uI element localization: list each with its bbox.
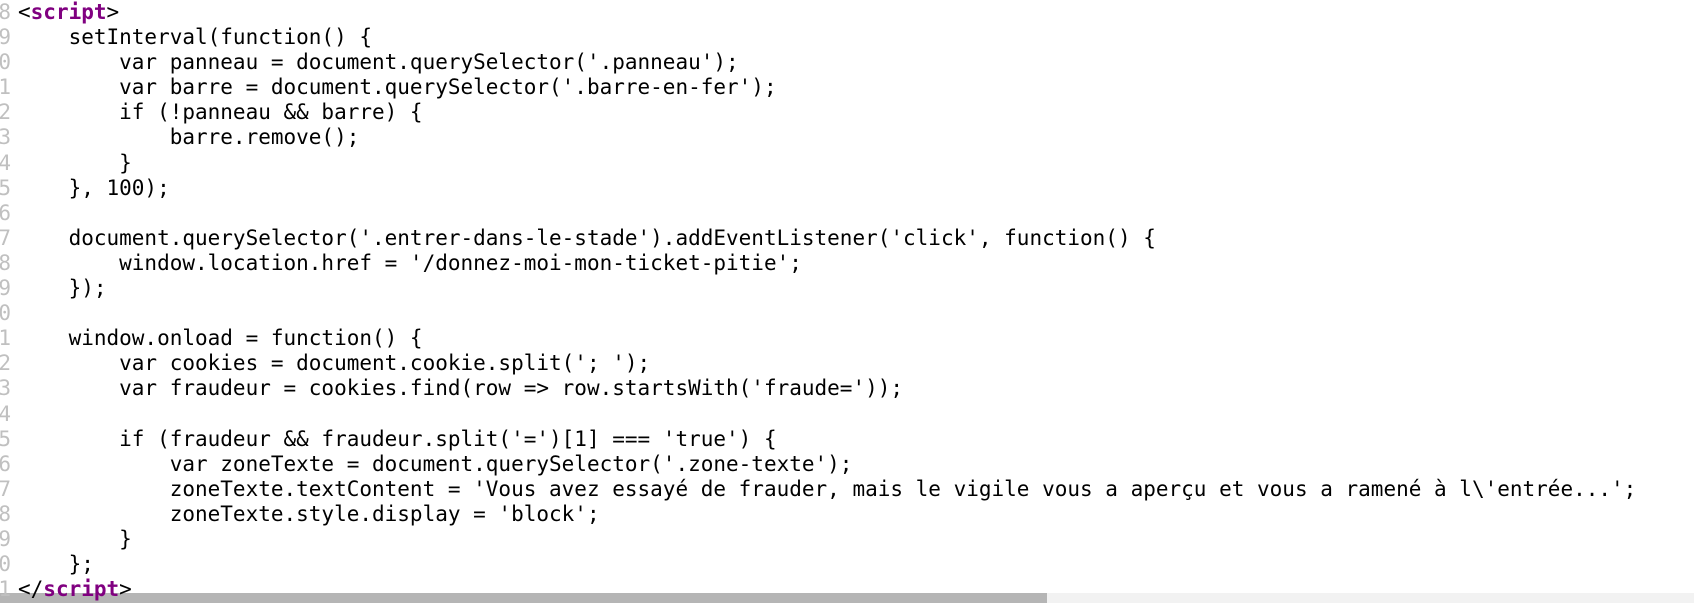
line-number: 9 bbox=[0, 276, 11, 301]
code-text: setInterval(function() { bbox=[18, 25, 372, 50]
code-token: }; bbox=[18, 552, 94, 577]
line-number: 7 bbox=[0, 476, 11, 501]
line-number: 6 bbox=[0, 200, 11, 225]
code-token: > bbox=[106, 0, 120, 24]
code-text: var barre = document.querySelector('.bar… bbox=[18, 75, 777, 100]
code-token: } bbox=[18, 526, 132, 551]
line-number: 2 bbox=[0, 351, 11, 376]
code-line: 2 if (!panneau && barre) { bbox=[0, 100, 1694, 125]
line-number: 3 bbox=[0, 376, 11, 401]
code-token: }, 100); bbox=[18, 175, 170, 200]
horizontal-scrollbar-thumb[interactable] bbox=[0, 593, 1047, 603]
code-line: 5 }, 100); bbox=[0, 176, 1694, 201]
code-line: 1 </script> bbox=[0, 577, 1694, 602]
code-line: 8 window.location.href = '/donnez-moi-mo… bbox=[0, 251, 1694, 276]
code-token: barre.remove(); bbox=[18, 125, 360, 150]
code-text: </script> bbox=[18, 577, 132, 602]
code-token: window.onload = function() { bbox=[18, 326, 423, 351]
code-token: < bbox=[18, 0, 31, 24]
code-text: var panneau = document.querySelector('.p… bbox=[18, 50, 739, 75]
line-number: 9 bbox=[0, 25, 11, 50]
code-line: 6 var zoneTexte = document.querySelector… bbox=[0, 452, 1694, 477]
code-line: 3 barre.remove(); bbox=[0, 125, 1694, 150]
code-text: zoneTexte.textContent = 'Vous avez essay… bbox=[18, 476, 1637, 502]
code-text: }; bbox=[18, 552, 94, 577]
code-text: window.location.href = '/donnez-moi-mon-… bbox=[18, 251, 802, 276]
code-token: setInterval(function() { bbox=[18, 25, 373, 50]
code-text: if (fraudeur && fraudeur.split('=')[1] =… bbox=[18, 426, 777, 452]
line-number: 8 bbox=[0, 0, 11, 24]
code-text: window.onload = function() { bbox=[18, 326, 423, 351]
line-number: 4 bbox=[0, 401, 11, 426]
line-number: 9 bbox=[0, 526, 11, 551]
code-line: 2 var cookies = document.cookie.split(';… bbox=[0, 351, 1694, 376]
code-token: document.querySelector('.entrer-dans-le-… bbox=[18, 225, 1156, 250]
code-line: 7 document.querySelector('.entrer-dans-l… bbox=[0, 226, 1694, 251]
line-number: 2 bbox=[0, 100, 11, 125]
code-token: var panneau = document.querySelector('.p… bbox=[18, 50, 739, 75]
tag-name-token: script bbox=[43, 577, 120, 602]
code-text: barre.remove(); bbox=[18, 125, 360, 150]
line-number: 4 bbox=[0, 150, 11, 175]
code-token: if (fraudeur && fraudeur.split('=')[1] =… bbox=[18, 426, 777, 451]
code-token: }); bbox=[18, 276, 107, 301]
code-token: </ bbox=[18, 577, 44, 602]
code-token: window.location.href = '/donnez-moi-mon-… bbox=[18, 250, 802, 275]
code-text: } bbox=[18, 527, 132, 552]
code-text: <script> bbox=[18, 0, 119, 25]
code-line: 9 } bbox=[0, 527, 1694, 552]
code-token: > bbox=[119, 577, 132, 602]
code-text: } bbox=[18, 151, 132, 176]
line-number: 0 bbox=[0, 50, 11, 75]
code-line: 5 if (fraudeur && fraudeur.split('=')[1]… bbox=[0, 427, 1694, 452]
code-line: 9 }); bbox=[0, 276, 1694, 301]
line-number: 6 bbox=[0, 451, 11, 476]
code-line: 0 }; bbox=[0, 552, 1694, 577]
code-text: var cookies = document.cookie.split('; '… bbox=[18, 351, 650, 376]
code-line: 1 window.onload = function() { bbox=[0, 326, 1694, 351]
line-number: 5 bbox=[0, 175, 11, 200]
code-token: zoneTexte.textContent = 'Vous avez essay… bbox=[18, 476, 1637, 501]
line-number: 1 bbox=[0, 577, 11, 602]
code-token: var cookies = document.cookie.split('; '… bbox=[18, 351, 651, 376]
code-token: if (!panneau && barre) { bbox=[18, 100, 423, 125]
code-text: }); bbox=[18, 276, 107, 301]
line-number: 0 bbox=[0, 301, 11, 326]
code-token: var fraudeur = cookies.find(row => row.s… bbox=[18, 376, 904, 401]
code-line: 1 var barre = document.querySelector('.b… bbox=[0, 75, 1694, 100]
code-line: 0 bbox=[0, 301, 1694, 326]
code-text: zoneTexte.style.display = 'block'; bbox=[18, 502, 600, 527]
code-line: 6 bbox=[0, 201, 1694, 226]
code-line: 3 var fraudeur = cookies.find(row => row… bbox=[0, 376, 1694, 401]
code-line: 9 setInterval(function() { bbox=[0, 25, 1694, 50]
code-token: } bbox=[18, 150, 132, 175]
code-line: 4 } bbox=[0, 151, 1694, 176]
code-line: 8 zoneTexte.style.display = 'block'; bbox=[0, 502, 1694, 527]
code-token: var zoneTexte = document.querySelector('… bbox=[18, 451, 853, 476]
line-number: 8 bbox=[0, 501, 11, 526]
code-line: 0 var panneau = document.querySelector('… bbox=[0, 50, 1694, 75]
line-number: 1 bbox=[0, 326, 11, 351]
code-text: var fraudeur = cookies.find(row => row.s… bbox=[18, 376, 903, 401]
line-number: 3 bbox=[0, 125, 11, 150]
tag-name-token: script bbox=[30, 0, 107, 24]
line-number: 8 bbox=[0, 250, 11, 275]
code-text: }, 100); bbox=[18, 176, 170, 201]
code-line: 4 bbox=[0, 402, 1694, 427]
code-text: document.querySelector('.entrer-dans-le-… bbox=[18, 226, 1156, 251]
code-text: if (!panneau && barre) { bbox=[18, 100, 423, 125]
line-number: 1 bbox=[0, 75, 11, 100]
line-number: 5 bbox=[0, 426, 11, 451]
code-token: var barre = document.querySelector('.bar… bbox=[18, 75, 777, 100]
code-token: zoneTexte.style.display = 'block'; bbox=[18, 501, 600, 526]
line-number: 7 bbox=[0, 225, 11, 250]
horizontal-scrollbar[interactable] bbox=[0, 593, 1694, 603]
code-text: var zoneTexte = document.querySelector('… bbox=[18, 451, 853, 477]
code-line: 8 <script> bbox=[0, 0, 1694, 25]
line-number: 0 bbox=[0, 552, 11, 577]
code-line: 7 zoneTexte.textContent = 'Vous avez ess… bbox=[0, 477, 1694, 502]
